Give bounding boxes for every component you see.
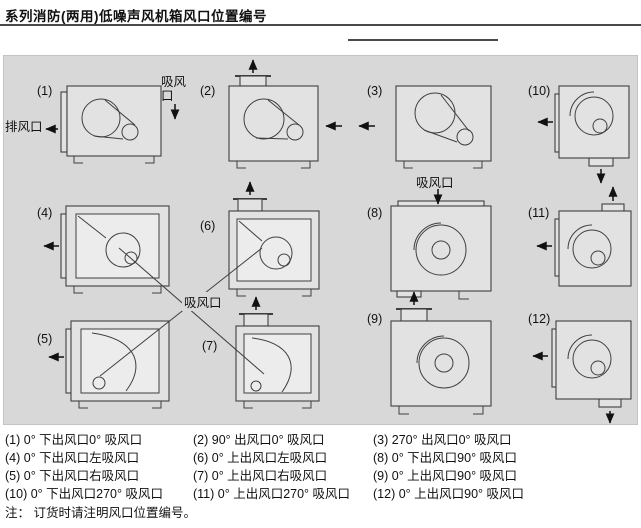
intake-port-label-unit1: 吸风口 xyxy=(161,75,187,103)
fan-unit-11 xyxy=(536,186,632,287)
fan-unit-9 xyxy=(390,291,492,415)
page-title: 系列消防(两用)低噪声风机箱风口位置编号 xyxy=(5,9,267,24)
unit-label-9: (9) xyxy=(367,312,383,326)
fan-unit-12 xyxy=(532,320,632,424)
legend-item-6: (6) 0° 上出风口左吸风口 xyxy=(193,451,328,465)
intake-leader-lines xyxy=(99,247,265,377)
unit-label-8: (8) xyxy=(367,206,383,220)
fan-unit-1 xyxy=(45,85,180,164)
title-underline xyxy=(0,24,641,26)
unit-label-11: (11) xyxy=(528,206,550,220)
fan-unit-2 xyxy=(228,59,342,169)
unit-label-7: (7) xyxy=(202,339,218,353)
legend-item-1: (1) 0° 下出风口0° 吸风口 xyxy=(5,433,143,447)
order-note: 注： 订货时请注明风口位置编号。 xyxy=(5,506,196,520)
unit-label-5: (5) xyxy=(37,332,53,346)
unit-label-12: (12) xyxy=(528,312,551,326)
legend-item-10: (10) 0° 下出风口270° 吸风口 xyxy=(5,487,163,501)
fan-unit-6 xyxy=(228,181,320,297)
legend-row: (10) 0° 下出风口270° 吸风口 (11) 0° 上出风口270° 吸风… xyxy=(0,482,641,501)
legend: (1) 0° 下出风口0° 吸风口 (2) 90° 出风口0° 吸风口 (3) … xyxy=(0,428,641,520)
exhaust-port-label: 排风口 xyxy=(5,120,43,134)
legend-item-4: (4) 0° 下出风口左吸风口 xyxy=(5,451,140,465)
title-underline-short xyxy=(348,39,498,41)
fan-unit-10 xyxy=(537,85,630,184)
unit-label-3: (3) xyxy=(367,84,383,98)
legend-item-2: (2) 90° 出风口0° 吸风口 xyxy=(193,433,325,447)
diagram-panel: (1) (2) (3) (10) (4) (6) (8) (11) (5) (7… xyxy=(3,55,638,425)
unit-label-1: (1) xyxy=(37,84,53,98)
legend-row: (4) 0° 下出风口左吸风口 (6) 0° 上出风口左吸风口 (8) 0° 下… xyxy=(0,446,641,465)
fan-unit-3 xyxy=(358,85,492,169)
legend-item-7: (7) 0° 上出风口右吸风口 xyxy=(193,469,328,483)
fan-unit-7 xyxy=(235,296,320,409)
legend-item-3: (3) 270° 出风口0° 吸风口 xyxy=(373,433,512,447)
legend-item-9: (9) 0° 上出风口90° 吸风口 xyxy=(373,469,518,483)
intake-port-label-unit8: 吸风口 xyxy=(416,176,454,190)
fan-units-graphic xyxy=(43,59,632,424)
legend-item-5: (5) 0° 下出风口右吸风口 xyxy=(5,469,140,483)
fan-unit-8 xyxy=(390,189,492,300)
legend-item-11: (11) 0° 上出风口270° 吸风口 xyxy=(193,487,351,501)
legend-item-12: (12) 0° 上出风口90° 吸风口 xyxy=(373,487,525,501)
unit-label-2: (2) xyxy=(200,84,216,98)
legend-row: (1) 0° 下出风口0° 吸风口 (2) 90° 出风口0° 吸风口 (3) … xyxy=(0,428,641,447)
intake-port-label-center: 吸风口 xyxy=(182,292,224,311)
unit-label-4: (4) xyxy=(37,206,53,220)
unit-label-6: (6) xyxy=(200,219,216,233)
legend-row: (5) 0° 下出风口右吸风口 (7) 0° 上出风口右吸风口 (9) 0° 上… xyxy=(0,464,641,483)
fan-unit-4 xyxy=(43,205,170,294)
legend-item-8: (8) 0° 下出风口90° 吸风口 xyxy=(373,451,518,465)
unit-label-10: (10) xyxy=(528,84,551,98)
fan-unit-5 xyxy=(48,320,170,409)
